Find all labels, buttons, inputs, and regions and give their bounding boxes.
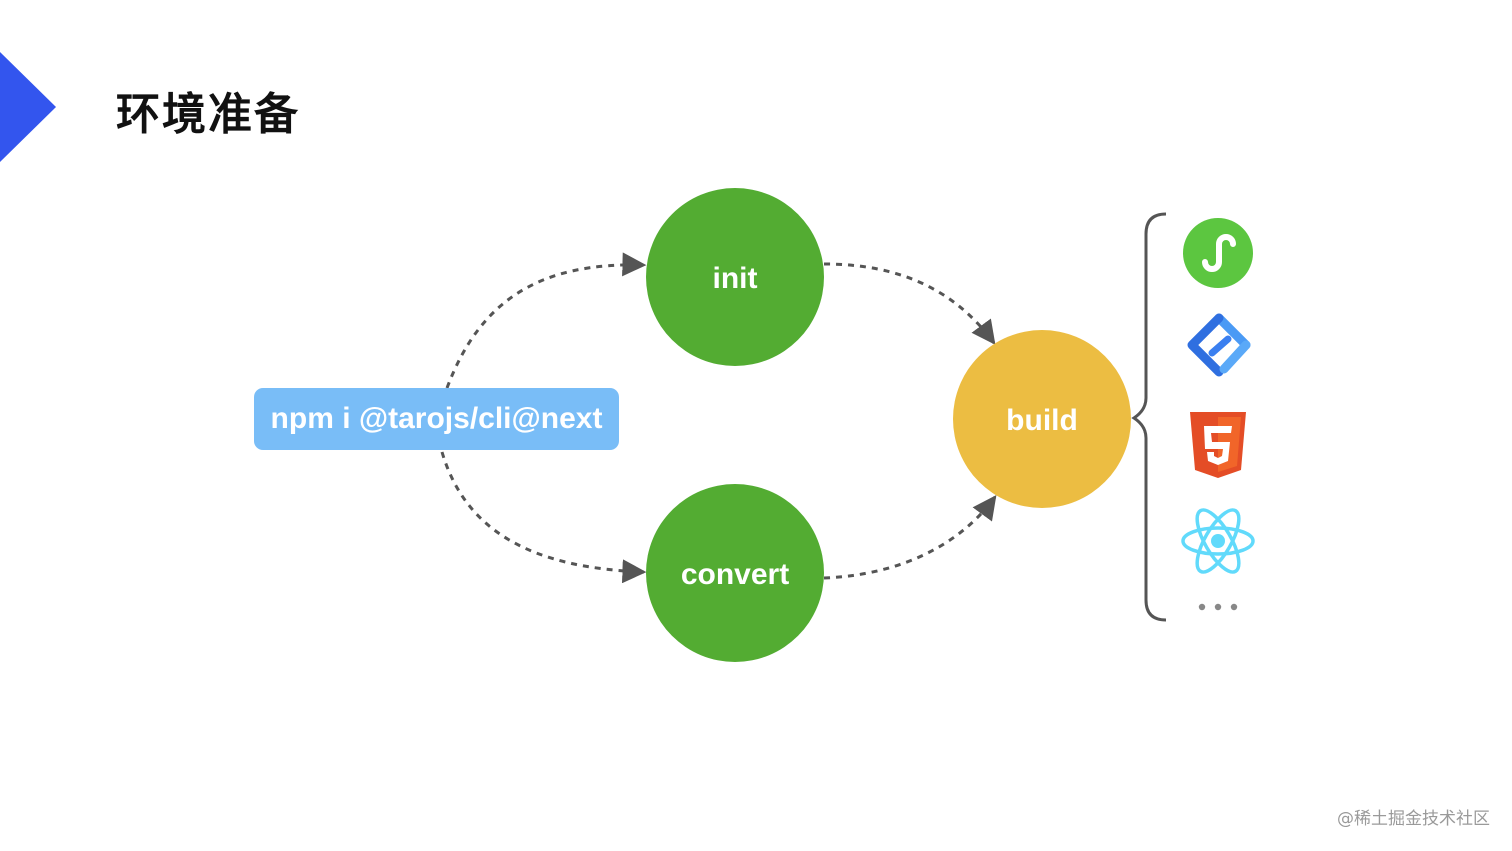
edge-npm-to-convert <box>440 451 647 584</box>
init-label: init <box>713 262 758 295</box>
build-label: build <box>1006 404 1078 437</box>
page-title: 环境准备 <box>116 89 300 140</box>
edge-npm-to-init <box>445 252 647 389</box>
more-ellipsis-icon <box>1198 603 1238 611</box>
init-node <box>646 188 824 366</box>
wechat-miniprogram-icon <box>1183 218 1253 288</box>
platform-brace <box>1131 212 1167 622</box>
edge-init-to-build <box>823 262 996 345</box>
build-node <box>953 330 1131 508</box>
convert-node <box>646 484 824 662</box>
html5-icon <box>1190 412 1246 478</box>
alipay-miniprogram-icon <box>1187 313 1251 377</box>
edge-convert-to-build <box>823 495 997 580</box>
corner-chevron <box>0 52 56 162</box>
npm-install-command: npm i @tarojs/cli@next <box>254 388 619 450</box>
watermark: @稀土掘金技术社区 <box>1337 809 1490 829</box>
react-icon <box>1181 508 1255 574</box>
convert-label: convert <box>681 558 789 591</box>
